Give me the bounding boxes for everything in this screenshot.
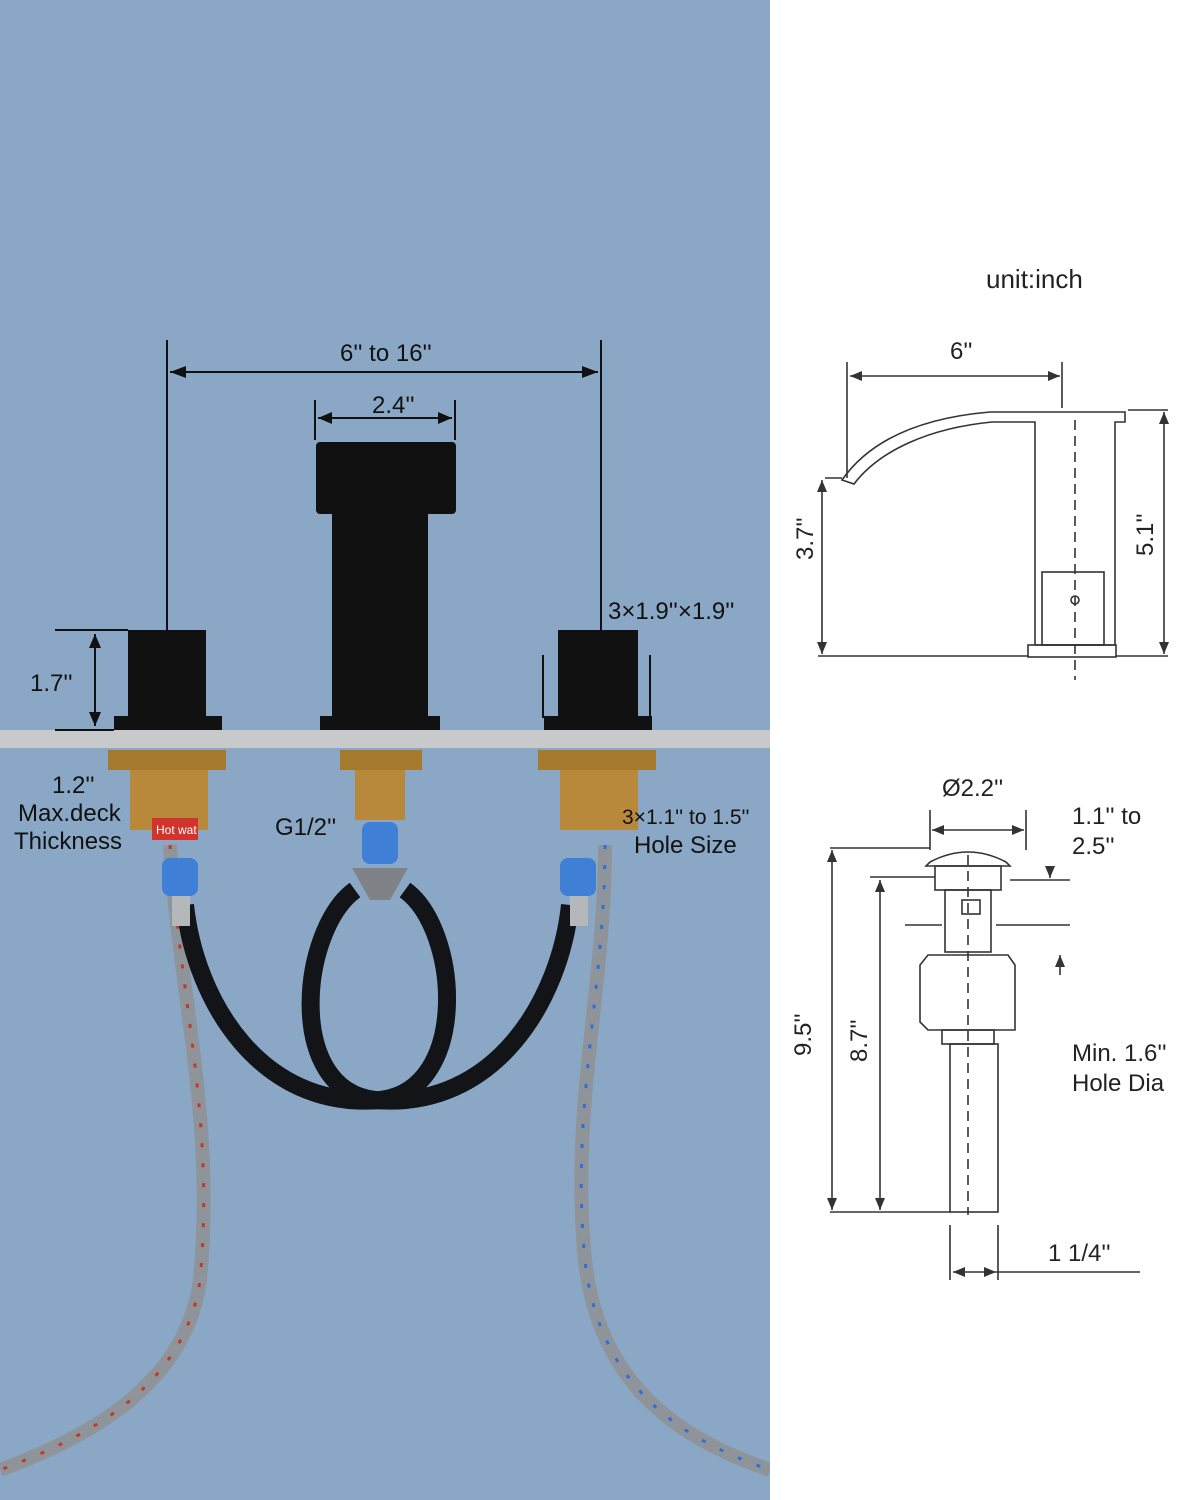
technical-drawing: unit:inch 6'' 3.7'' 5.1'' Ø2.2'' 1.1'' t… — [770, 0, 1186, 1500]
hot-tag-text: Hot wat — [156, 823, 197, 837]
dimension-lines — [55, 340, 651, 731]
deck-thickness-line1: Max.deck — [18, 800, 121, 827]
right-valve-body — [560, 770, 638, 830]
left-handle — [128, 630, 206, 718]
drain-diameter-label: Ø2.2'' — [942, 775, 1004, 802]
drain-range-line2: 2.5'' — [1072, 833, 1115, 860]
deck-plate — [0, 730, 770, 748]
total-height-label: 5.1'' — [1132, 513, 1159, 556]
drain-body-length-label: 8.7'' — [846, 1019, 873, 1062]
drain-cap — [924, 851, 1012, 867]
right-handle — [558, 630, 638, 718]
cold-supply-hose — [574, 844, 770, 1477]
min-hole-line1: Min. 1.6'' — [1072, 1040, 1167, 1067]
spout-head — [316, 442, 456, 514]
drain-total-length-label: 9.5'' — [790, 1013, 817, 1056]
dimension-drawing — [817, 362, 1169, 1280]
drain-range-line1: 1.1'' to — [1072, 803, 1142, 830]
handle-size-label: 3×1.9''×1.9'' — [608, 598, 735, 625]
spread-label: 6'' to 16'' — [340, 340, 432, 367]
thread-label: G1/2'' — [275, 814, 337, 841]
product-photo: Hot wat — [0, 0, 770, 1500]
spout-valve-body — [355, 770, 405, 820]
unit-label: unit:inch — [986, 264, 1083, 294]
spout-width-label: 2.4'' — [372, 392, 415, 419]
drawing-arrows — [817, 371, 1169, 1277]
hot-supply-hose — [0, 844, 211, 1477]
deck-thickness-line2: Thickness — [14, 828, 123, 855]
handle-height-label: 1.7'' — [30, 670, 73, 697]
braided-hose-right — [301, 882, 579, 1110]
hole-size-line1: 3×1.1'' to 1.5'' — [622, 806, 750, 829]
faucet-illustration: Hot wat — [0, 340, 770, 1477]
drain-tailpiece — [949, 1043, 999, 1213]
faucet-side-profile — [840, 411, 1126, 646]
min-hole-line2: Hole Dia — [1072, 1070, 1165, 1097]
dimension-arrows — [89, 366, 598, 726]
faucet-length-label: 6'' — [950, 338, 973, 365]
tailpiece-size-label: 1 1/4'' — [1048, 1240, 1111, 1267]
deck-thickness-value: 1.2'' — [52, 772, 95, 799]
hot-water-tag — [152, 818, 198, 840]
hole-size-line2: Hole Size — [634, 832, 737, 859]
spout-height-label: 3.7'' — [792, 517, 819, 560]
